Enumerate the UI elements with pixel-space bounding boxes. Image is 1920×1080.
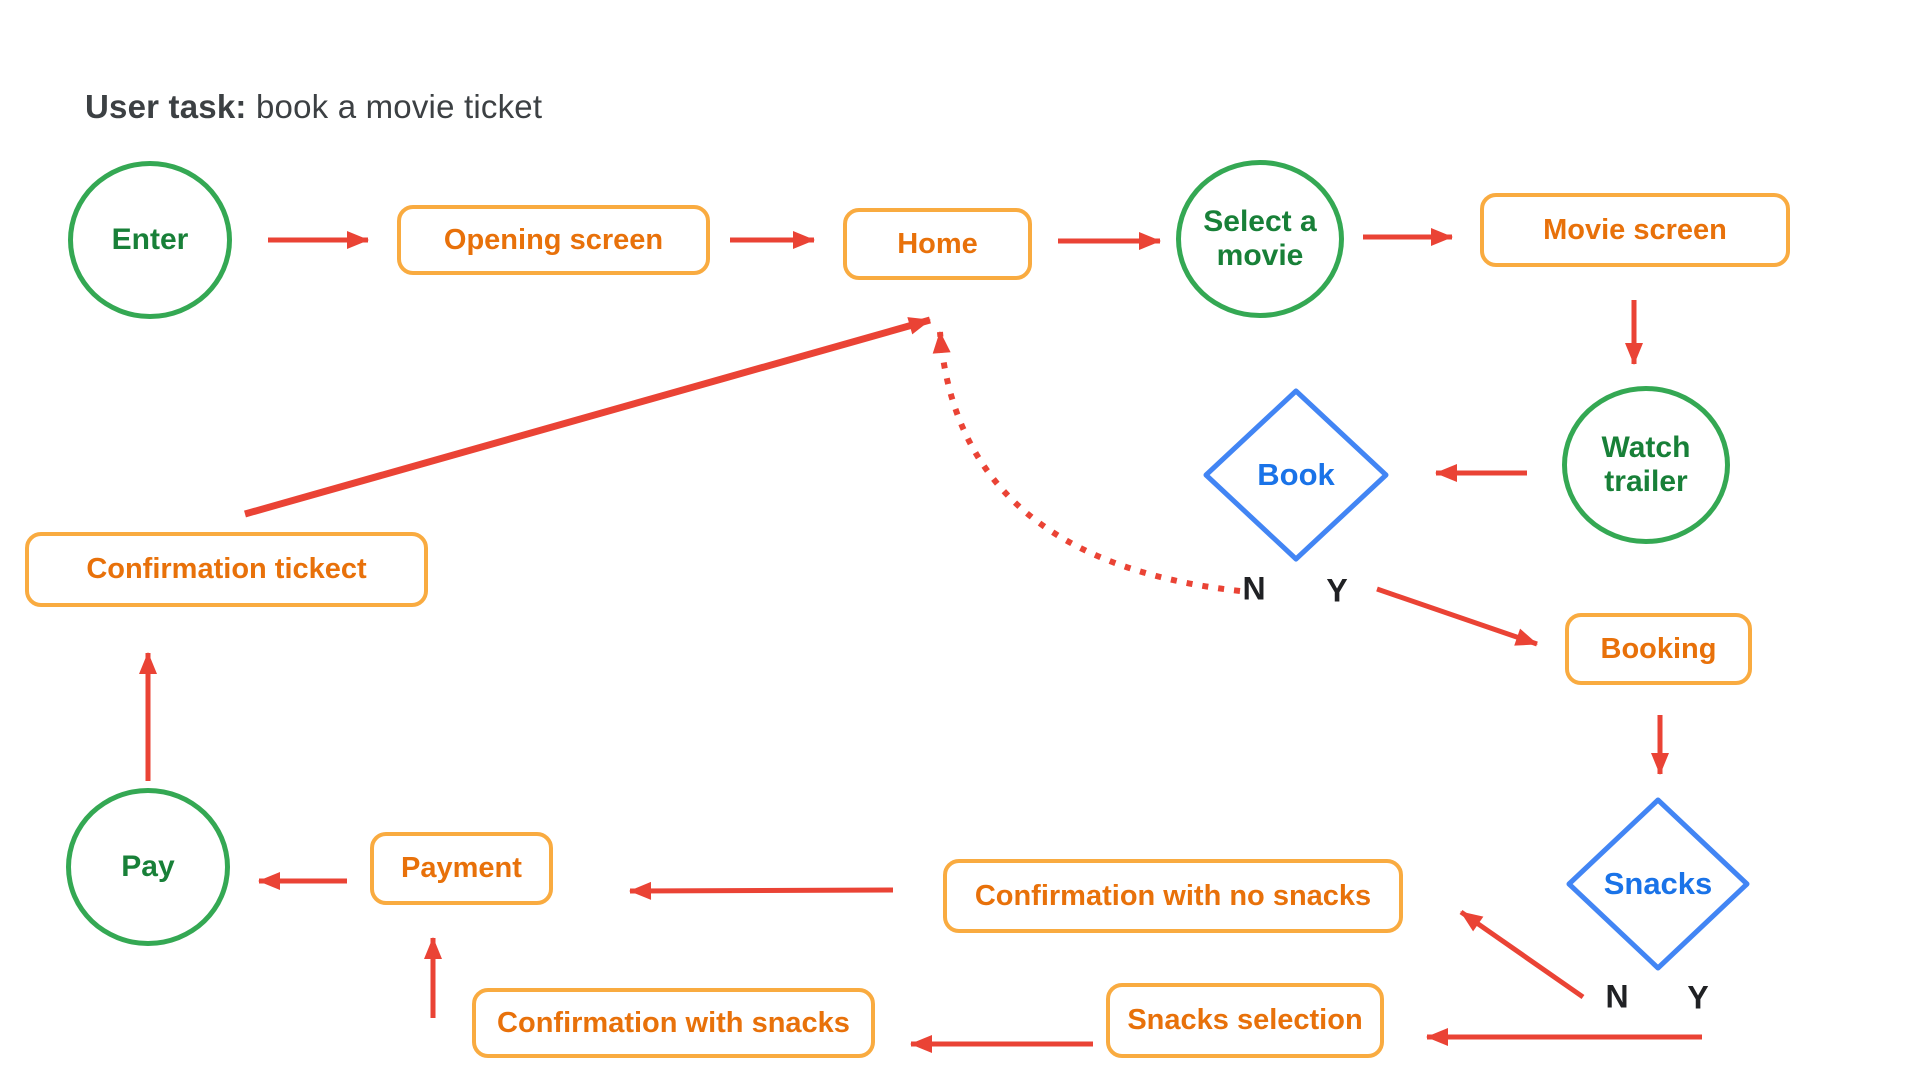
node-select-movie-label: Select a movie: [1203, 204, 1317, 273]
node-snacks-decision[interactable]: Snacks: [1565, 796, 1751, 972]
node-confirmation-with-snacks[interactable]: Confirmation with snacks: [472, 988, 875, 1058]
node-enter[interactable]: Enter: [68, 161, 232, 319]
node-opening-screen[interactable]: Opening screen: [397, 205, 710, 275]
node-booking-label: Booking: [1600, 632, 1717, 665]
node-snacks-selection[interactable]: Snacks selection: [1106, 983, 1384, 1058]
node-payment-label: Payment: [401, 852, 522, 884]
page-title-prefix: User task:: [85, 88, 247, 125]
node-home-label: Home: [897, 227, 978, 260]
arrow-book-n-to-home-dotted: [932, 331, 1241, 594]
node-movie-screen[interactable]: Movie screen: [1480, 193, 1790, 267]
node-confirmation-tickect-label: Confirmation tickect: [86, 553, 367, 585]
snacks-no-label: N: [1605, 978, 1629, 1015]
snacks-diamond-shape: [1566, 797, 1750, 971]
node-snacks-selection-label: Snacks selection: [1127, 1004, 1363, 1036]
arrow-confirmation-no-snacks-to-payment: [629, 881, 894, 900]
node-watch-trailer[interactable]: Watch trailer: [1562, 386, 1730, 544]
node-watch-trailer-label: Watch trailer: [1601, 430, 1691, 499]
node-booking[interactable]: Booking: [1565, 613, 1752, 685]
arrow-book-y-to-booking: [1376, 586, 1538, 647]
node-confirmation-with-snacks-label: Confirmation with snacks: [497, 1006, 850, 1039]
node-pay-label: Pay: [121, 849, 175, 883]
arrow-confirmation-tickect-to-home: [244, 316, 931, 518]
node-book-decision[interactable]: Book: [1202, 387, 1390, 563]
node-confirmation-no-snacks[interactable]: Confirmation with no snacks: [943, 859, 1403, 933]
node-confirmation-tickect[interactable]: Confirmation tickect: [25, 532, 428, 607]
node-pay[interactable]: Pay: [66, 788, 230, 946]
node-home[interactable]: Home: [843, 208, 1032, 280]
book-diamond-shape: [1203, 388, 1389, 562]
node-book-label: Book: [1257, 457, 1335, 492]
page-title-rest: book a movie ticket: [246, 88, 543, 125]
book-no-label: N: [1242, 570, 1266, 607]
page-title: User task: book a movie ticket: [85, 88, 542, 126]
node-snacks-label: Snacks: [1603, 866, 1713, 901]
node-opening-screen-label: Opening screen: [443, 223, 664, 256]
book-yes-label: Y: [1326, 572, 1348, 609]
node-movie-screen-label: Movie screen: [1543, 213, 1727, 246]
node-confirmation-no-snacks-label: Confirmation with no snacks: [974, 879, 1372, 912]
snacks-yes-label: Y: [1687, 979, 1709, 1016]
node-payment[interactable]: Payment: [370, 832, 553, 905]
node-select-movie[interactable]: Select a movie: [1176, 160, 1344, 318]
node-enter-label: Enter: [111, 222, 189, 256]
